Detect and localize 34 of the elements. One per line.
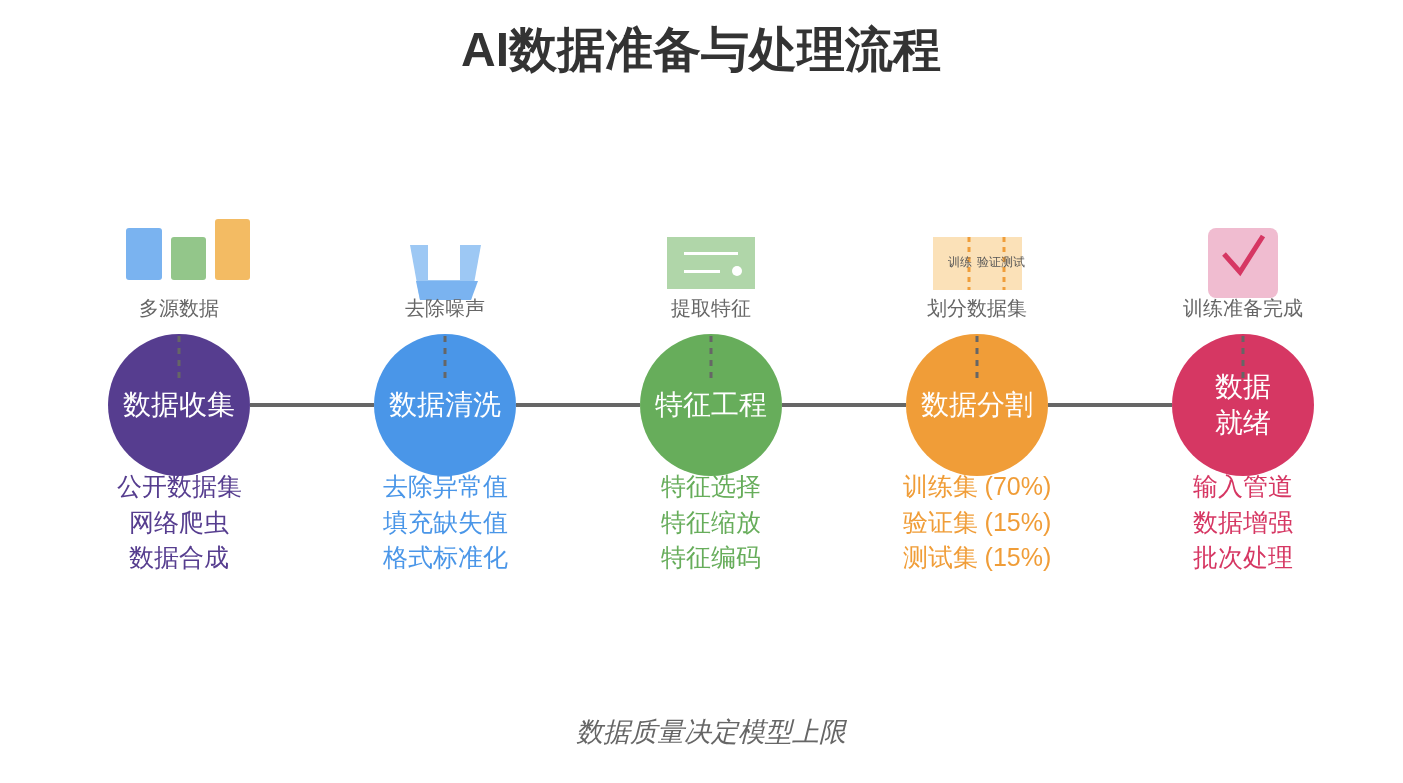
- detail-item: 格式标准化: [381, 542, 509, 573]
- detail-item: 去除异常值: [381, 471, 509, 502]
- icon-text: 验证: [976, 254, 1002, 271]
- icon-caption: 去除噪声: [404, 296, 486, 321]
- icon-caption: 提取特征: [670, 296, 752, 321]
- detail-item: 网络爬虫: [128, 506, 230, 538]
- detail-item: 测试集 (15%): [901, 542, 1053, 573]
- connector-line: [782, 403, 906, 407]
- detail-item: 数据增强: [1192, 506, 1294, 538]
- title: AI数据准备与处理流程: [460, 22, 942, 78]
- step-label: 数据收集: [122, 388, 236, 422]
- detail-item: 训练集 (70%): [901, 471, 1053, 502]
- connector-line: [1048, 403, 1172, 407]
- detail-item: 填充缺失值: [381, 506, 509, 538]
- connector-line: [250, 403, 374, 407]
- icon-caption: 多源数据: [138, 296, 220, 321]
- icon-text: 训练: [947, 254, 973, 271]
- icon-text: 测试: [1000, 254, 1026, 271]
- detail-item: 输入管道: [1192, 471, 1294, 502]
- connector-line: [516, 403, 640, 407]
- detail-item: 公开数据集: [115, 471, 243, 502]
- step-label: 数据清洗: [388, 388, 502, 422]
- icon-caption: 划分数据集: [926, 296, 1028, 321]
- step-label: 数据分割: [920, 388, 1034, 422]
- step-label: 特征工程: [654, 388, 768, 422]
- icon-caption: 训练准备完成: [1182, 296, 1304, 321]
- detail-item: 验证集 (15%): [901, 506, 1053, 538]
- step-label: 数据就绪: [1214, 370, 1272, 440]
- detail-item: 特征缩放: [660, 506, 762, 538]
- detail-item: 特征选择: [660, 471, 762, 502]
- detail-item: 特征编码: [660, 542, 762, 573]
- caption: 数据质量决定模型上限: [575, 716, 848, 749]
- detail-item: 数据合成: [128, 542, 230, 573]
- detail-item: 批次处理: [1192, 542, 1294, 573]
